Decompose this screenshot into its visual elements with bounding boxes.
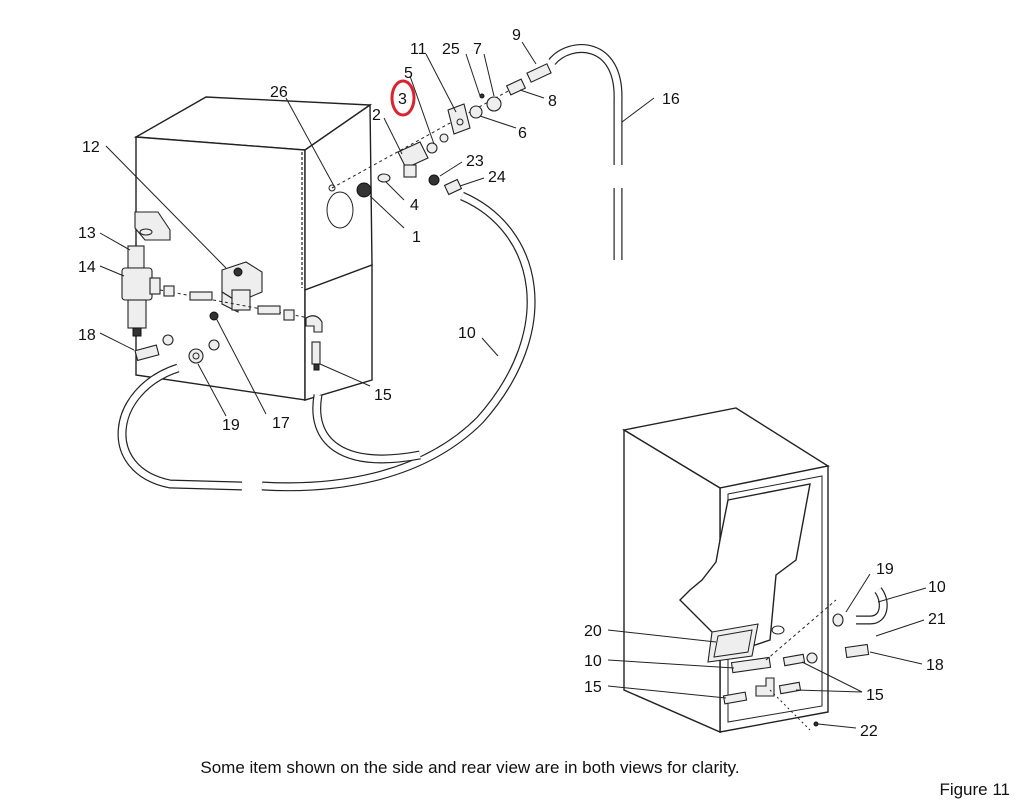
rear-callout-21: 21 [928,611,946,628]
callout-15: 15 [374,387,392,404]
diagram-caption: Some item shown on the side and rear vie… [200,758,740,777]
callout-9: 9 [512,27,521,44]
callout-5: 5 [404,65,413,82]
solenoid-valve [209,261,263,321]
rear-callout-15-left: 15 [584,679,602,696]
callout-4: 4 [410,197,419,214]
cabinet-side [133,96,373,401]
callout-23: 23 [466,153,484,170]
callout-18: 18 [78,327,96,344]
side-hoses [117,44,623,492]
rear-callout-20: 20 [584,623,602,640]
callout-1: 1 [412,229,421,246]
side-fittings [134,285,323,371]
highlight-ring [390,79,416,117]
rear-callout-10-top: 10 [928,579,946,596]
callout-7: 7 [473,41,482,58]
rear-callout-18: 18 [926,657,944,674]
rear-callout-19: 19 [876,561,894,578]
callout-12: 12 [82,139,100,156]
rear-leaders [607,573,927,729]
rear-callouts: 19 10 21 20 10 18 15 15 22 [584,561,946,740]
callout-13: 13 [78,225,96,242]
callout-3: 3 [398,91,407,108]
rear-view: 19 10 21 20 10 18 15 15 22 [584,407,946,740]
callout-24: 24 [488,169,506,186]
callout-19: 19 [222,417,240,434]
callout-10: 10 [458,325,476,342]
rear-callout-15-right: 15 [866,687,884,704]
side-callouts: 12 13 14 18 19 17 15 26 1 4 2 5 11 25 7 … [78,27,680,434]
callout-8: 8 [548,93,557,110]
rear-callout-22: 22 [860,723,878,740]
side-leaders [99,41,655,417]
figure-label: Figure 11 [939,780,1010,799]
mounting-bracket [134,211,171,241]
side-view: 12 13 14 18 19 17 15 26 1 4 2 5 11 25 7 … [78,27,680,492]
callout-17: 17 [272,415,290,432]
rear-fittings [722,587,888,731]
callout-25: 25 [442,41,460,58]
filter-regulator [121,245,161,337]
top-fittings [331,63,552,198]
callout-11: 11 [410,41,427,58]
callout-14: 14 [78,259,96,276]
callout-2: 2 [372,107,381,124]
callout-16: 16 [662,91,680,108]
rear-callout-10: 10 [584,653,602,670]
callout-26: 26 [270,84,288,101]
callout-6: 6 [518,125,527,142]
